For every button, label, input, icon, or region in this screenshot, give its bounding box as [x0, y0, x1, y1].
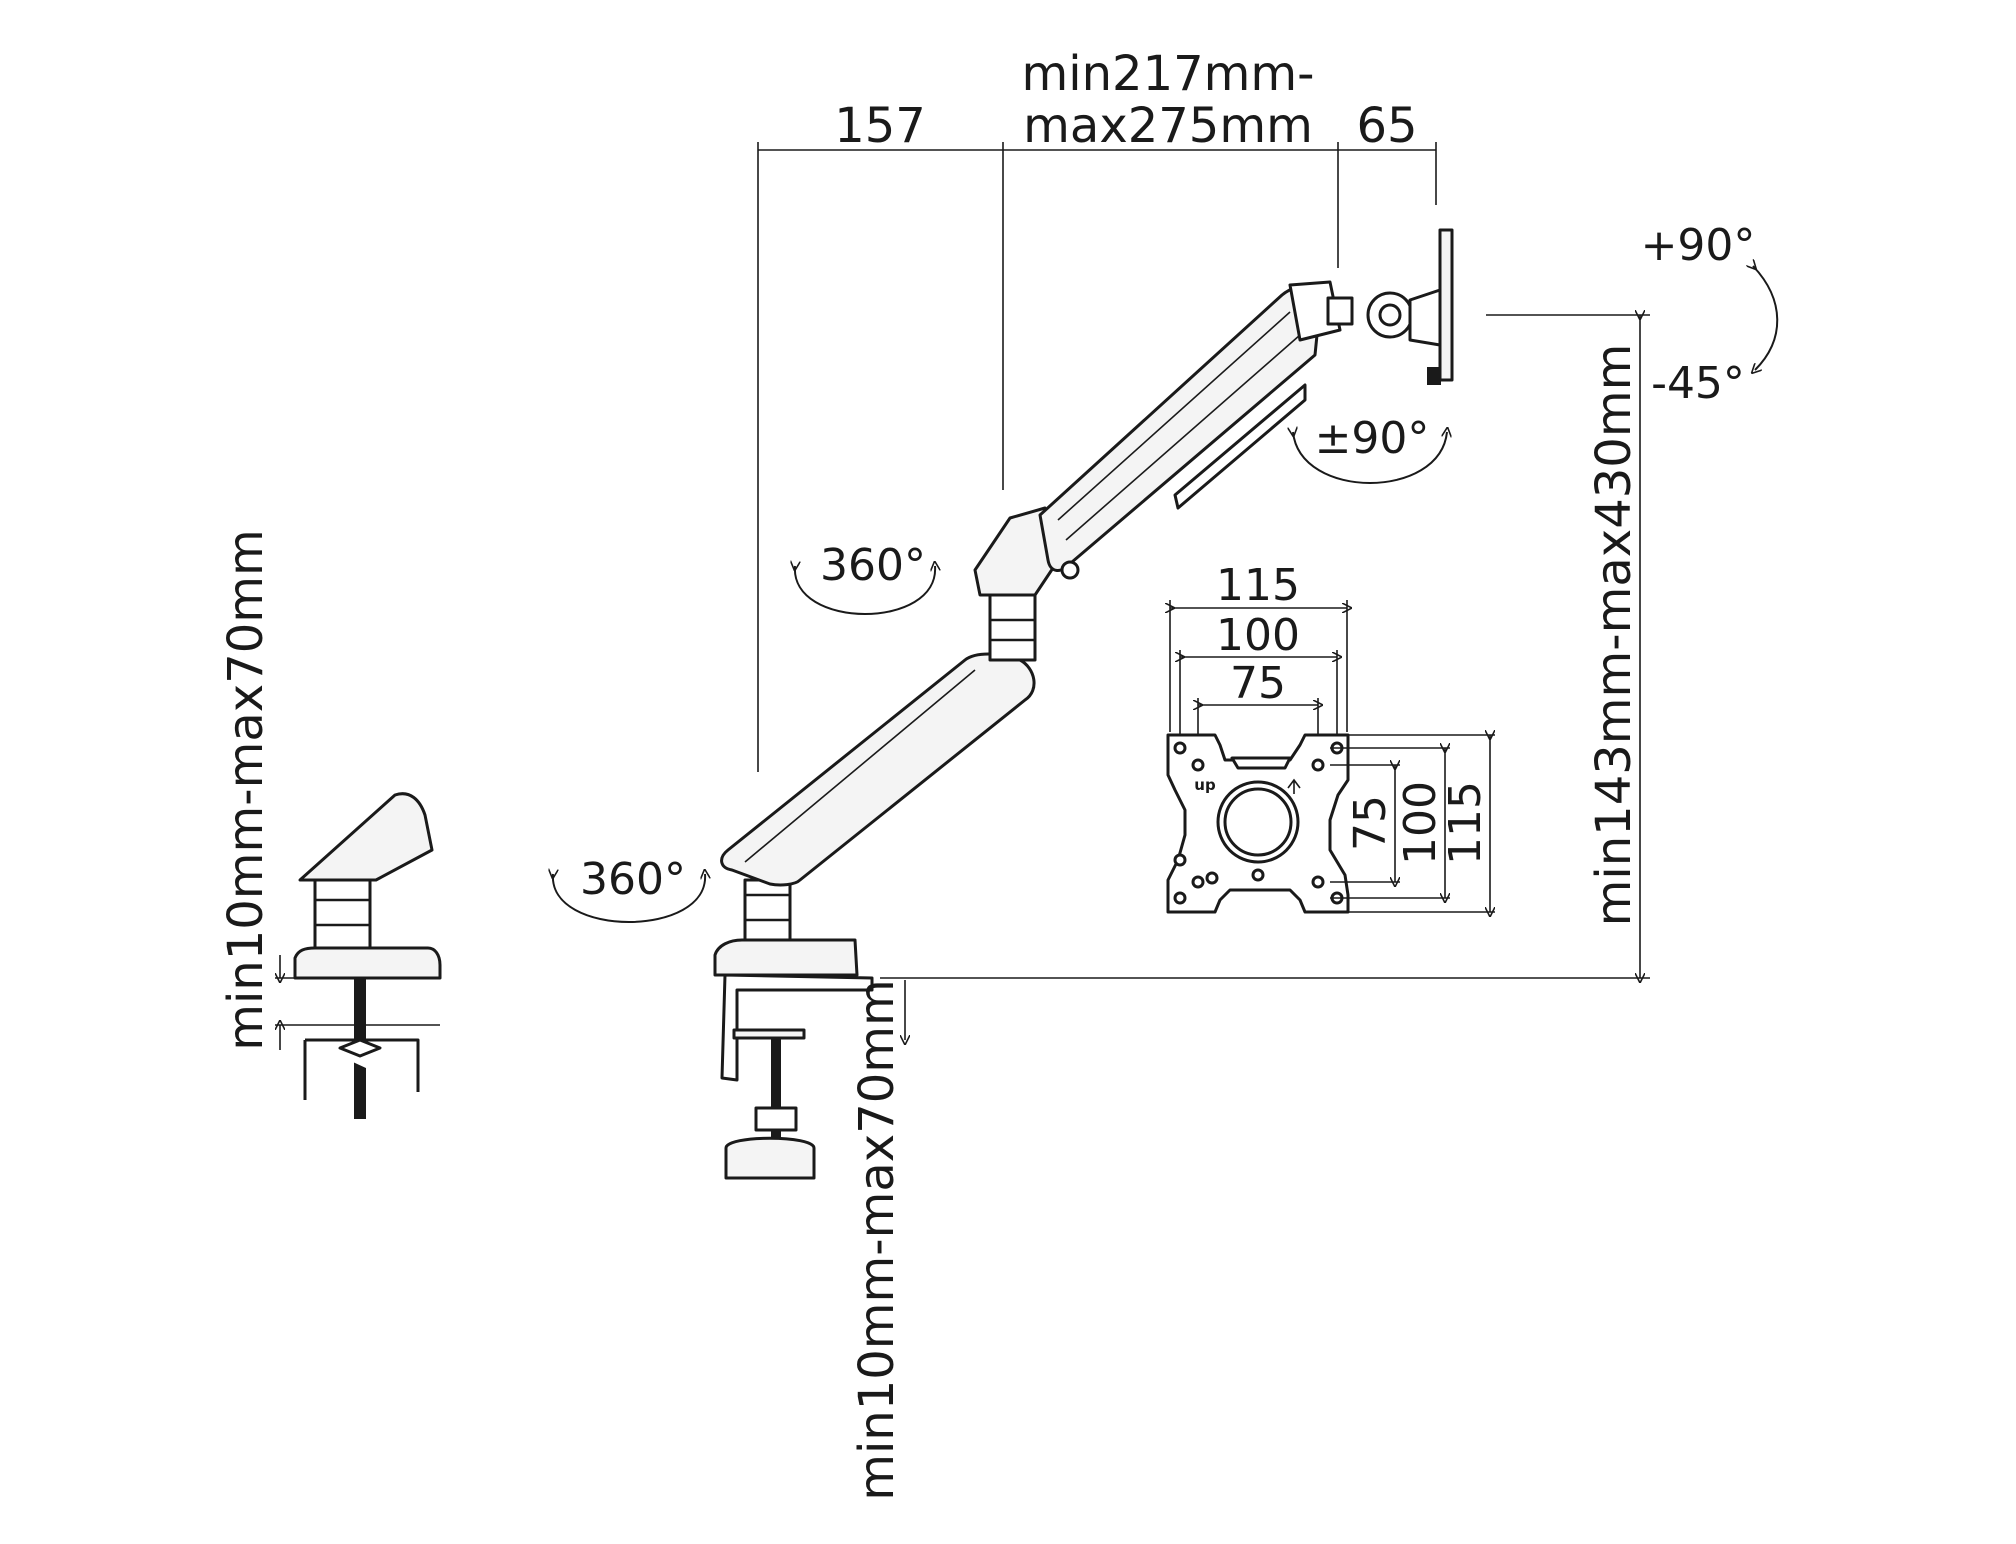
head-swivel-block — [1326, 296, 1354, 326]
vesa-hole-icon — [1173, 853, 1187, 867]
dim-65-label: 65 — [1356, 98, 1417, 154]
clamp-pressure-plate — [732, 1028, 806, 1040]
vesa-hole-icon — [1205, 871, 1219, 885]
vesa-hole-icon — [1311, 875, 1325, 889]
vesa-width-inner-label: 75 — [1230, 658, 1286, 709]
upper-arm-detail-line — [1057, 311, 1291, 521]
upper-arm — [1038, 284, 1323, 572]
swivel-arrow-icon — [1293, 432, 1447, 484]
base-rotation-label: 360° — [580, 854, 686, 905]
vesa-center-hole-icon — [1223, 787, 1293, 857]
clamp-base — [713, 938, 859, 977]
elbow-pivot-pin — [1060, 560, 1080, 580]
arm-range-label-line1: min217mm- — [1022, 46, 1315, 102]
grommet-wing-nut — [338, 1038, 382, 1058]
tilt-joint-inner-icon — [1378, 303, 1402, 327]
vesa-hole-icon — [1173, 741, 1187, 755]
vesa-up-label: up — [1194, 776, 1216, 794]
elbow-joint — [988, 593, 1037, 662]
arm-range-label-line2: max275mm — [1023, 98, 1313, 154]
tilt-up-label: +90° — [1641, 220, 1756, 271]
vesa-height-outer-label: 115 — [1440, 781, 1491, 865]
elbow-rotation-label: 360° — [820, 540, 926, 591]
height-range-label: min143mm-max430mm — [1586, 344, 1642, 927]
lower-arm — [720, 652, 1036, 887]
clamp-nut — [754, 1106, 798, 1132]
dim-157-label: 157 — [834, 98, 926, 154]
grommet-mount-drawing: min10mm-max70mm — [218, 529, 442, 1119]
grommet-base — [293, 946, 442, 980]
tilt-down-label: -45° — [1651, 358, 1745, 409]
head-bracket — [1288, 280, 1342, 342]
base-rotation-group: 360° — [553, 854, 705, 923]
vesa-hole-icon — [1173, 891, 1187, 905]
grommet-arm-stub — [298, 792, 434, 882]
c-clamp-body — [720, 973, 874, 1082]
upper-arm-detail-line — [1065, 334, 1301, 541]
vesa-height-mid-label: 100 — [1395, 781, 1446, 865]
grommet-bracket — [303, 1038, 420, 1100]
clamp-thickness-group: min10mm-max70mm — [849, 979, 905, 1501]
base-rotation-arrow-icon — [553, 874, 705, 923]
vesa-plate-side — [1438, 228, 1454, 382]
top-dimension-group: 157 min217mm- max275mm 65 — [757, 46, 1437, 772]
vesa-hole-icon — [1311, 758, 1325, 772]
grommet-pole — [313, 878, 372, 952]
vesa-plate-group: 115 100 75 up — [1168, 560, 1495, 912]
height-dimension-group: min143mm-max430mm — [880, 315, 1650, 978]
vesa-hole-icon — [1251, 868, 1265, 882]
vesa-width-mid-label: 100 — [1216, 610, 1300, 661]
vesa-hole-icon — [1191, 758, 1205, 772]
tilt-arrow-icon — [1753, 266, 1779, 370]
swivel-label: ±90° — [1315, 413, 1430, 464]
elbow-rotation-arrow-icon — [795, 566, 935, 615]
swivel-rotation-group: ±90° — [1293, 413, 1447, 484]
clamp-desk-thickness-label: min10mm-max70mm — [849, 979, 905, 1501]
elbow-rotation-group: 360° — [795, 540, 935, 615]
vesa-hole-icon — [1191, 875, 1205, 889]
plate-lock-knob — [1427, 367, 1441, 385]
base-pole — [743, 878, 792, 942]
vesa-up-arrow-icon — [1287, 778, 1301, 794]
lower-arm-detail-line — [744, 669, 976, 863]
tilt-plate-mount — [1408, 288, 1442, 347]
tilt-rotation-group: +90° -45° — [1641, 220, 1779, 409]
clamp-knob — [724, 1136, 816, 1180]
gas-spring-cover — [1173, 383, 1307, 510]
monitor-arm-drawing — [713, 228, 1454, 1180]
vesa-width-outer-label: 115 — [1216, 560, 1300, 611]
grommet-desk-thickness-label: min10mm-max70mm — [218, 529, 274, 1051]
vesa-slot — [1230, 756, 1292, 770]
vesa-height-inner-label: 75 — [1345, 795, 1396, 851]
